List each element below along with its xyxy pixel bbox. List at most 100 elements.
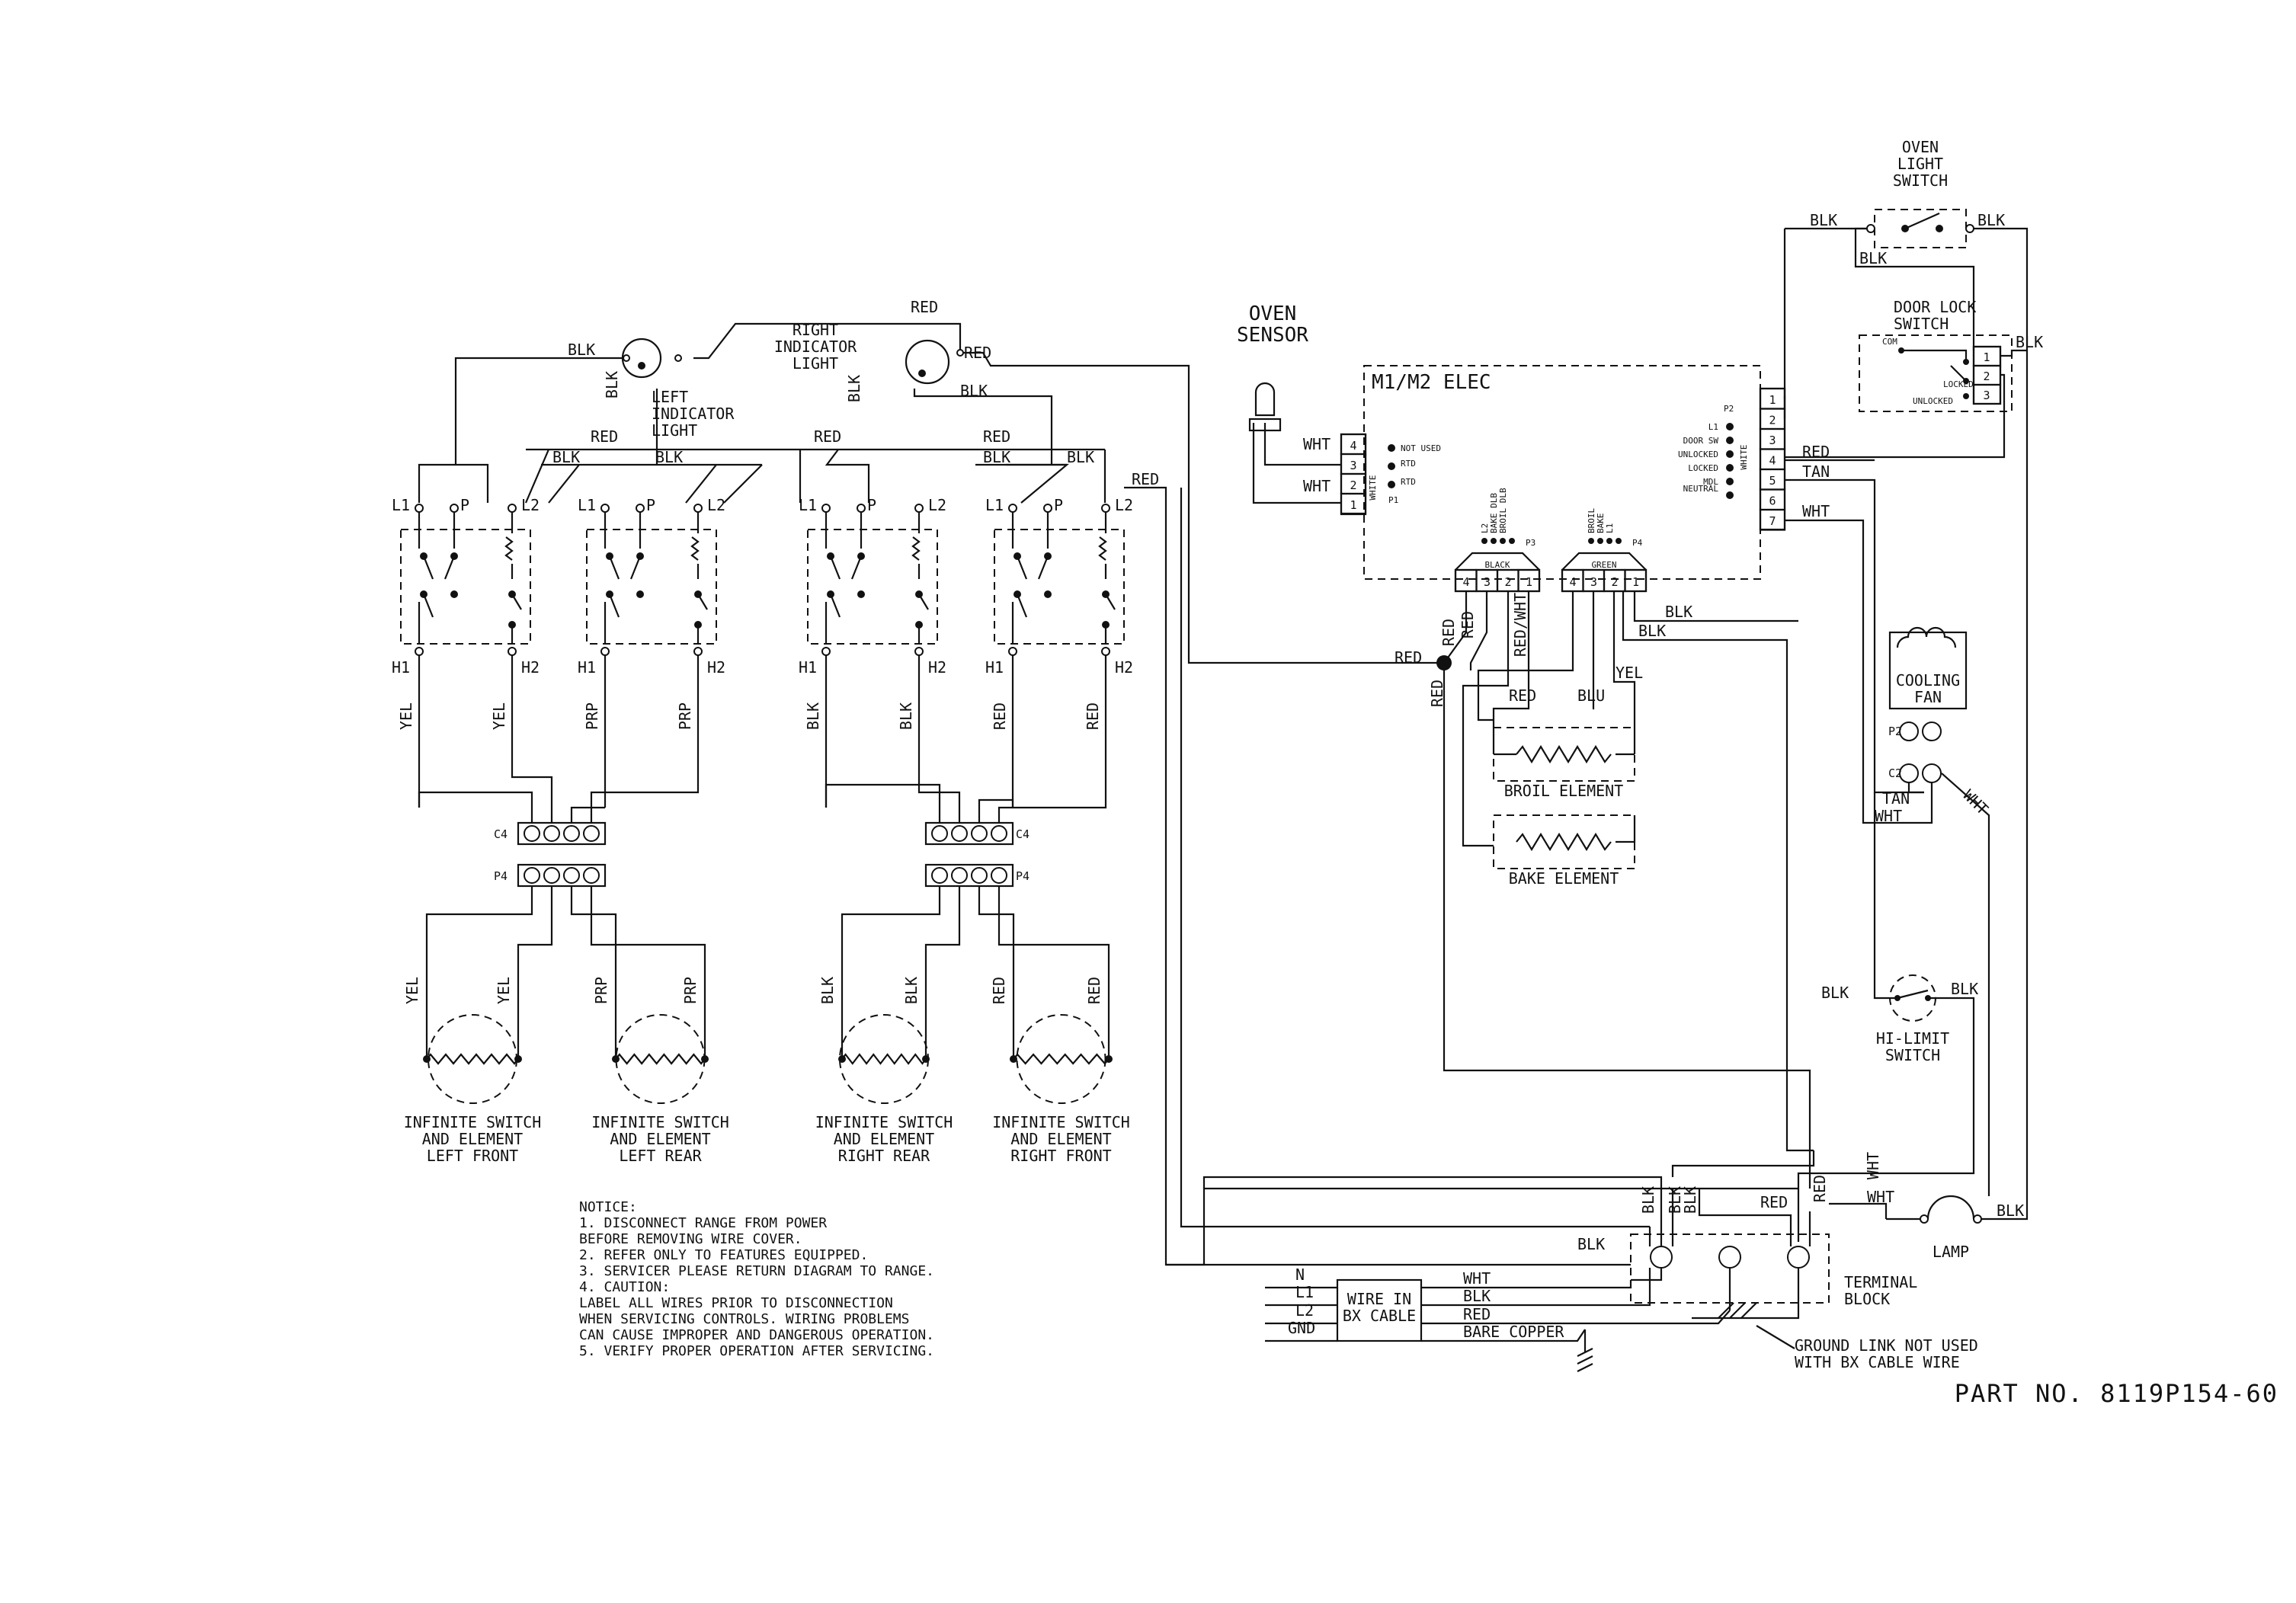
terminal-l2-label: L2	[1115, 496, 1133, 514]
connector-color-label: BLACK	[1484, 560, 1510, 570]
oven-sensor-plug	[1248, 418, 1282, 432]
terminal	[450, 504, 459, 513]
wire	[570, 806, 605, 823]
ground-symbol-icon	[1577, 1329, 1593, 1372]
p2-pin-label: MDL	[1703, 477, 1718, 487]
junction-dot	[915, 590, 923, 598]
wire-color-label: BLK	[2016, 333, 2043, 351]
terminal	[636, 504, 645, 513]
wire	[693, 322, 962, 360]
junction-dot	[1481, 538, 1487, 544]
wire-color-label: BLK	[818, 977, 837, 1004]
right-indicator-light-label: INDICATOR	[774, 338, 857, 356]
wire	[841, 886, 941, 1059]
wire-color-label: RED	[964, 344, 991, 362]
wire	[1492, 591, 1530, 754]
bx-cable-label: BX CABLE	[1343, 1307, 1416, 1325]
heating-coil-icon	[426, 1053, 519, 1065]
wire-color-label: BLK	[603, 371, 621, 398]
bake-element-label: BAKE ELEMENT	[1509, 869, 1619, 888]
supply-label: N	[1295, 1265, 1305, 1284]
bake-element	[1493, 814, 1635, 869]
terminal	[600, 504, 610, 513]
wire-color-label: YEL	[495, 977, 513, 1004]
connector-label: C4	[1016, 827, 1030, 841]
wire-color-label: BLK	[552, 448, 580, 466]
terminal	[415, 647, 424, 656]
junction-dot	[827, 590, 834, 598]
junction-dot	[1726, 437, 1734, 444]
oven-light-switch-label: SWITCH	[1893, 171, 1948, 190]
terminal	[1043, 504, 1052, 513]
element-caption: AND ELEMENT	[1010, 1130, 1111, 1148]
wire	[444, 555, 456, 580]
element-caption: AND ELEMENT	[422, 1130, 523, 1148]
connector-p4-right	[924, 863, 1014, 888]
wire	[997, 770, 1107, 823]
junction-dot	[1898, 347, 1904, 354]
junction-dot	[1901, 225, 1909, 232]
pin-number: 2	[1769, 414, 1776, 427]
wire	[1180, 488, 1650, 1228]
junction-dot	[514, 1055, 522, 1063]
terminal	[674, 354, 682, 362]
wire-color-label: BLK	[897, 702, 915, 730]
wire-color-label: BLK	[983, 448, 1010, 466]
wire-color-label: RED	[1760, 1193, 1788, 1211]
heating-coil-icon	[841, 1053, 927, 1065]
connector-hood	[1455, 552, 1540, 571]
junction-dot	[1388, 444, 1395, 452]
terminal	[693, 647, 703, 656]
supply-label: GND	[1288, 1319, 1315, 1337]
infinite-switch-rr	[807, 529, 938, 645]
bimetal-heater-icon	[911, 536, 921, 561]
fan-terminal	[1922, 722, 1942, 741]
supply-label: L1	[1295, 1283, 1314, 1301]
fan-terminal	[1922, 763, 1942, 783]
terminal	[1920, 1214, 1929, 1224]
wire	[1698, 1189, 1792, 1246]
wire	[1616, 815, 1636, 843]
wire	[1854, 227, 1975, 350]
part-number: PART NO. 8119P154-60	[1955, 1379, 2278, 1408]
junction-dot	[1936, 225, 1943, 232]
wire	[1631, 1268, 1663, 1281]
p2-pin-label: UNLOCKED	[1678, 450, 1718, 459]
element-caption: LEFT REAR	[619, 1147, 702, 1165]
junction-dot	[1014, 590, 1021, 598]
junction-dot	[1044, 552, 1052, 560]
door-lock-switch	[1859, 334, 2013, 412]
junction-dot	[922, 1055, 930, 1063]
wire-color-label: RED	[1463, 1305, 1491, 1323]
wire	[1421, 1280, 1632, 1289]
wire-color-label: BLK	[1821, 984, 1849, 1002]
wire-color-label: WHT	[1864, 1152, 1882, 1179]
left-indicator-light-label: INDICATOR	[652, 405, 735, 423]
wire-color-label: BARE COPPER	[1463, 1323, 1564, 1341]
wire	[1904, 212, 1940, 230]
terminal-block-label: TERMINAL	[1844, 1273, 1917, 1291]
junction-dot	[1726, 491, 1734, 499]
terminal-h2-label: H2	[928, 658, 946, 677]
p2-pin-label: NEUTRAL	[1683, 484, 1719, 494]
junction-dot	[694, 621, 702, 629]
junction-dot	[1606, 538, 1612, 544]
junction-dot	[1726, 464, 1734, 472]
junction-dot	[1597, 538, 1603, 544]
wire	[524, 449, 550, 504]
notice-line: CAN CAUSE IMPROPER AND DANGEROUS OPERATI…	[579, 1327, 934, 1343]
wire-color-label: BLK	[655, 448, 683, 466]
wire	[422, 594, 434, 618]
right-indicator-light-label: RIGHT	[793, 321, 838, 339]
oven-light-switch	[1874, 209, 1967, 248]
p3-pin-label: L2	[1480, 523, 1490, 533]
notice-line: 1. DISCONNECT RANGE FROM POWER	[579, 1215, 827, 1231]
lamp-icon	[1926, 1195, 1975, 1220]
wire-color-label: YEL	[403, 977, 421, 1004]
connector-label: P4	[1016, 869, 1030, 883]
wire	[1462, 591, 1510, 847]
terminal	[956, 349, 964, 357]
junction-dot	[1010, 1055, 1017, 1063]
wire-color-label: BLK	[960, 382, 988, 400]
